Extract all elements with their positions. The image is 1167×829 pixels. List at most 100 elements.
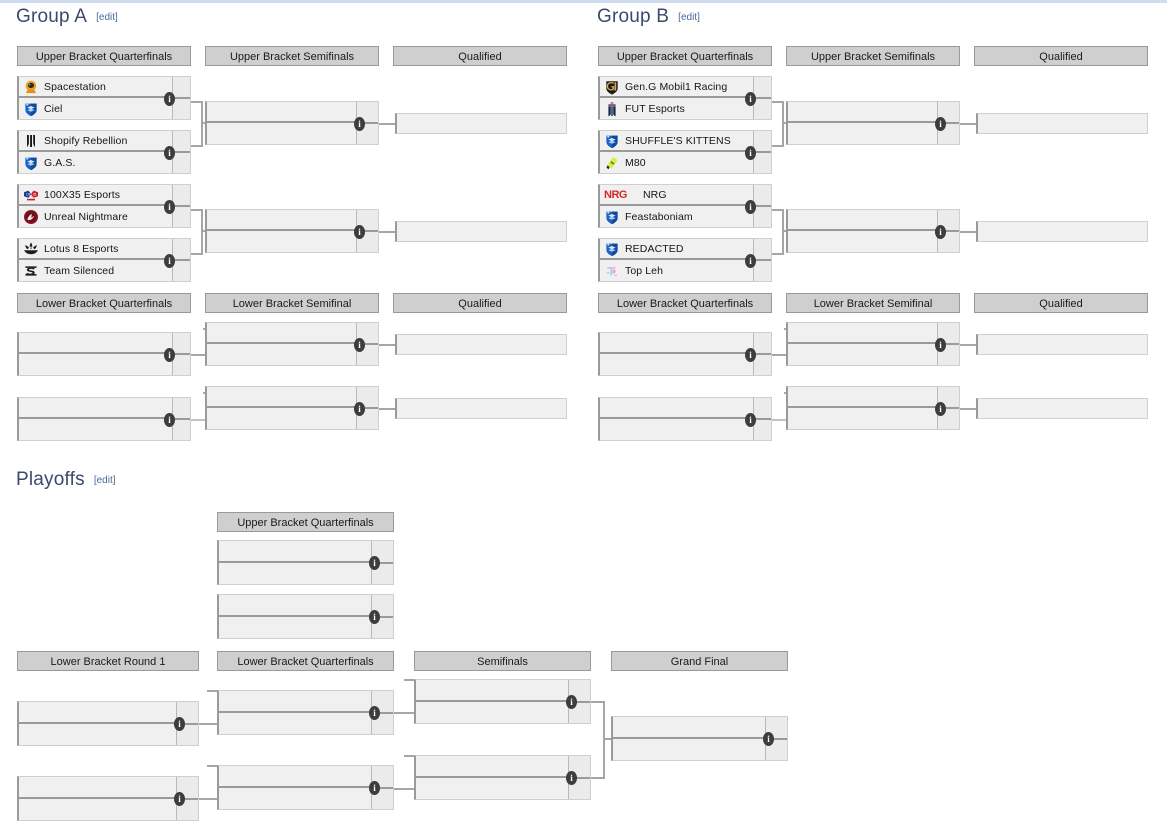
match-row-bottom[interactable] bbox=[219, 617, 371, 639]
match-row-top[interactable] bbox=[600, 333, 753, 354]
slot-ga-qualified-2[interactable] bbox=[395, 221, 567, 242]
match-row-top[interactable]: SHUFFLE'S KITTENS bbox=[600, 131, 753, 152]
match-info-icon[interactable]: i bbox=[354, 402, 365, 416]
slot-gb-qualified-1[interactable] bbox=[976, 113, 1148, 134]
match-row-top[interactable] bbox=[600, 398, 753, 419]
match-info-icon[interactable]: i bbox=[935, 225, 946, 239]
group-b-edit-link[interactable]: [edit] bbox=[678, 12, 700, 23]
match-po-ubqf-1[interactable]: i bbox=[217, 540, 394, 585]
match-row-top[interactable] bbox=[207, 210, 356, 231]
match-row-bottom[interactable]: Team Silenced bbox=[19, 260, 172, 281]
match-row-top[interactable] bbox=[219, 766, 371, 788]
match-info-icon[interactable]: i bbox=[164, 200, 175, 214]
match-info-icon[interactable]: i bbox=[369, 706, 380, 720]
match-row-bottom[interactable]: Ciel bbox=[19, 98, 172, 119]
match-row-bottom[interactable] bbox=[19, 724, 176, 746]
qualified-row[interactable] bbox=[397, 114, 566, 133]
match-row-bottom[interactable] bbox=[416, 702, 568, 724]
match-info-icon[interactable]: i bbox=[164, 92, 175, 106]
match-gb-ubqf-2[interactable]: SHUFFLE'S KITTENS M80 i bbox=[598, 130, 772, 174]
match-row-top[interactable] bbox=[788, 323, 937, 344]
match-gb-ubqf-4[interactable]: REDACTED Top Leh i bbox=[598, 238, 772, 282]
match-info-icon[interactable]: i bbox=[174, 717, 185, 731]
match-gb-ubsf-2[interactable]: i bbox=[786, 209, 960, 253]
match-row-bottom[interactable] bbox=[600, 354, 753, 375]
match-row-bottom[interactable] bbox=[207, 231, 356, 252]
slot-gb-lower-qualified-2[interactable] bbox=[976, 398, 1148, 419]
match-po-lbqf-1[interactable]: i bbox=[217, 690, 394, 735]
match-row-bottom[interactable]: Top Leh bbox=[600, 260, 753, 281]
match-row-bottom[interactable]: Unreal Nightmare bbox=[19, 206, 172, 227]
playoffs-edit-link[interactable]: [edit] bbox=[93, 475, 116, 486]
match-row-top[interactable]: Shopify Rebellion bbox=[19, 131, 172, 152]
match-row-bottom[interactable]: Feastaboniam bbox=[600, 206, 753, 227]
qualified-row[interactable] bbox=[978, 399, 1147, 418]
match-info-icon[interactable]: i bbox=[745, 413, 756, 427]
match-gb-lbqf-1[interactable]: i bbox=[598, 332, 772, 376]
match-gb-ubqf-3[interactable]: NRG NRG Feastaboniam i bbox=[598, 184, 772, 228]
match-row-top[interactable] bbox=[788, 210, 937, 231]
match-info-icon[interactable]: i bbox=[354, 117, 365, 131]
match-row-bottom[interactable] bbox=[219, 788, 371, 810]
match-row-bottom[interactable]: M80 bbox=[600, 152, 753, 173]
match-info-icon[interactable]: i bbox=[763, 732, 774, 746]
match-row-top[interactable]: Spacestation bbox=[19, 77, 172, 98]
match-info-icon[interactable]: i bbox=[935, 117, 946, 131]
match-row-bottom[interactable] bbox=[219, 713, 371, 735]
match-row-bottom[interactable] bbox=[788, 344, 937, 365]
match-row-bottom[interactable] bbox=[207, 344, 356, 365]
match-ga-ubqf-1[interactable]: Spacestation Ciel i bbox=[17, 76, 191, 120]
match-info-icon[interactable]: i bbox=[369, 610, 380, 624]
match-ga-lbqf-1[interactable]: i bbox=[17, 332, 191, 376]
match-info-icon[interactable]: i bbox=[566, 695, 577, 709]
qualified-row[interactable] bbox=[397, 399, 566, 418]
match-row-bottom[interactable] bbox=[788, 123, 937, 144]
match-row-top[interactable] bbox=[416, 680, 568, 702]
match-row-bottom[interactable] bbox=[19, 354, 172, 375]
match-row-bottom[interactable] bbox=[788, 231, 937, 252]
match-row-top[interactable] bbox=[207, 387, 356, 408]
match-row-top[interactable]: REDACTED bbox=[600, 239, 753, 260]
match-ga-ubqf-4[interactable]: Lotus 8 Esports Team Silenced i bbox=[17, 238, 191, 282]
match-row-top[interactable] bbox=[219, 595, 371, 617]
match-row-bottom[interactable]: FUT Esports bbox=[600, 98, 753, 119]
match-ga-ubsf-1[interactable]: i bbox=[205, 101, 379, 145]
match-row-top[interactable]: Lotus 8 Esports bbox=[19, 239, 172, 260]
match-info-icon[interactable]: i bbox=[164, 146, 175, 160]
match-row-top[interactable] bbox=[19, 398, 172, 419]
slot-ga-lower-qualified-1[interactable] bbox=[395, 334, 567, 355]
group-a-edit-link[interactable]: [edit] bbox=[96, 12, 118, 23]
match-row-top[interactable] bbox=[207, 323, 356, 344]
match-po-grand-final[interactable]: i bbox=[611, 716, 788, 761]
match-info-icon[interactable]: i bbox=[164, 413, 175, 427]
match-po-lbqf-2[interactable]: i bbox=[217, 765, 394, 810]
match-po-sf-1[interactable]: i bbox=[414, 679, 591, 724]
match-row-bottom[interactable] bbox=[19, 799, 176, 821]
qualified-row[interactable] bbox=[397, 335, 566, 354]
match-info-icon[interactable]: i bbox=[566, 771, 577, 785]
match-info-icon[interactable]: i bbox=[745, 200, 756, 214]
match-gb-lbqf-2[interactable]: i bbox=[598, 397, 772, 441]
match-info-icon[interactable]: i bbox=[164, 254, 175, 268]
match-row-bottom[interactable] bbox=[613, 739, 765, 761]
match-row-top[interactable] bbox=[19, 777, 176, 799]
match-info-icon[interactable]: i bbox=[369, 781, 380, 795]
match-ga-lbqf-2[interactable]: i bbox=[17, 397, 191, 441]
match-gb-lbsf-2[interactable]: i bbox=[786, 386, 960, 430]
match-info-icon[interactable]: i bbox=[745, 92, 756, 106]
match-ga-ubqf-2[interactable]: Shopify Rebellion G.A.S. i bbox=[17, 130, 191, 174]
match-info-icon[interactable]: i bbox=[354, 338, 365, 352]
match-row-bottom[interactable] bbox=[19, 419, 172, 440]
slot-gb-qualified-2[interactable] bbox=[976, 221, 1148, 242]
match-row-top[interactable] bbox=[416, 756, 568, 778]
match-gb-ubsf-1[interactable]: i bbox=[786, 101, 960, 145]
match-row-top[interactable]: NRG NRG bbox=[600, 185, 753, 206]
match-row-bottom[interactable] bbox=[207, 123, 356, 144]
match-gb-ubqf-1[interactable]: Gen.G Mobil1 Racing FUT Esports i bbox=[598, 76, 772, 120]
qualified-row[interactable] bbox=[978, 114, 1147, 133]
match-row-top[interactable] bbox=[219, 541, 371, 563]
match-ga-ubsf-2[interactable]: i bbox=[205, 209, 379, 253]
slot-ga-qualified-1[interactable] bbox=[395, 113, 567, 134]
